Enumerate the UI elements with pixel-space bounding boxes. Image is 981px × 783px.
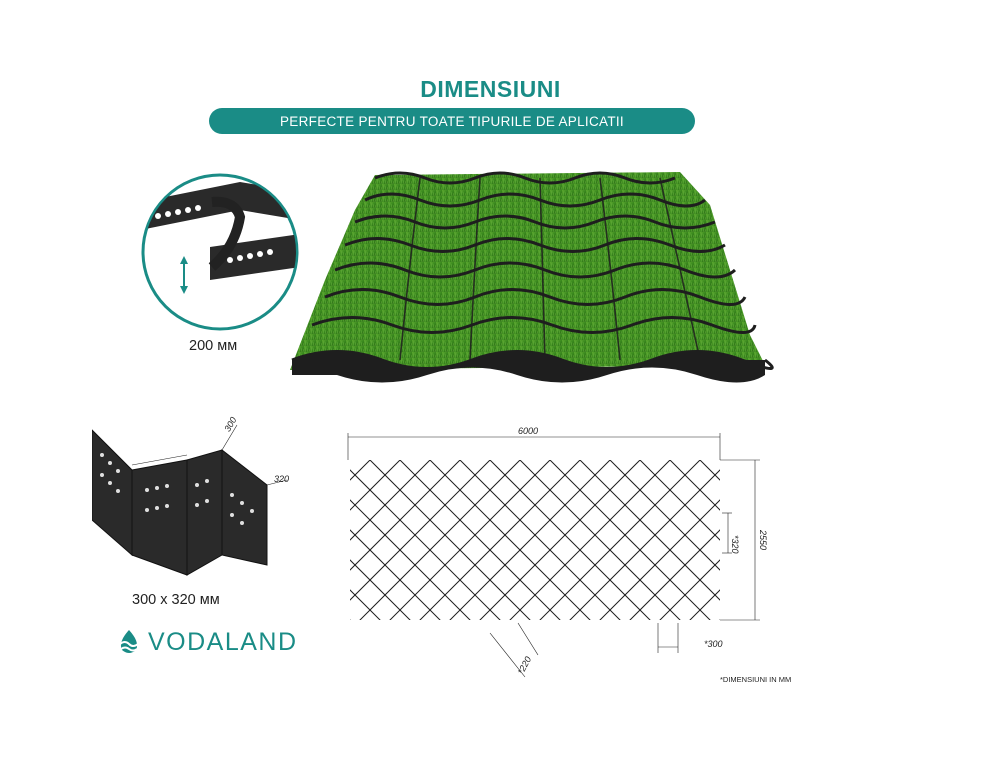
page-title: DIMENSIUNI — [420, 76, 561, 102]
width-label: 6000 — [518, 426, 538, 436]
diagonal-label: *220 — [516, 655, 534, 676]
cell-size-caption: 300 x 320 мм — [132, 592, 220, 608]
subtitle-banner: PERFECTE PENTRU TOATE TIPURILE DE APLICA… — [209, 108, 695, 134]
cell-width-label: *300 — [704, 639, 723, 649]
dim-300-label: 300 — [222, 415, 238, 433]
grass-geocell-illustration — [290, 171, 774, 383]
height-caption: 200 мм — [189, 338, 238, 354]
diamond-grid — [350, 460, 720, 620]
strip-height-detail — [141, 173, 299, 331]
double-arrow-vertical-icon — [180, 256, 188, 294]
plan-drawing: 6000 2550 *320 *300 *220 — [347, 426, 768, 678]
wave-drop-icon — [119, 630, 139, 653]
height-label: 2550 — [758, 529, 768, 550]
dimensions-note: *DIMENSIUNI IN MM — [720, 675, 792, 684]
subtitle-text: PERFECTE PENTRU TOATE TIPURILE DE APLICA… — [280, 113, 624, 129]
cell-3d-detail: 300 320 — [92, 415, 289, 576]
front-wall — [292, 351, 765, 383]
cell-height-label: *320 — [730, 535, 740, 554]
dim-320-label: 320 — [274, 474, 289, 484]
brand-name: VODALAND — [148, 628, 298, 656]
grass-surface — [290, 172, 765, 370]
